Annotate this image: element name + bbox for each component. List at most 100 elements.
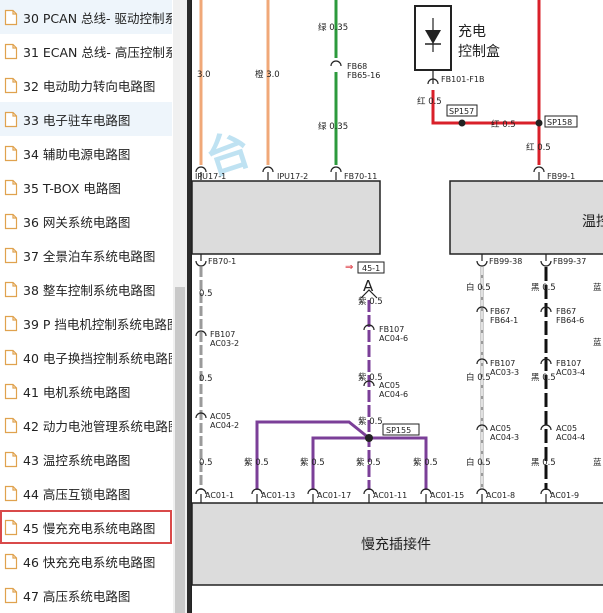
document-icon [4, 213, 18, 229]
pin-symbol [476, 306, 488, 313]
pin-label: IPU17-2 [277, 172, 308, 181]
sidebar-item-label: 45 慢充充电系统电路图 [23, 520, 156, 536]
pin-label: AC03-4 [556, 368, 585, 377]
splice-label: SP157 [449, 107, 474, 116]
sidebar-item[interactable]: 36 网关系统电路图 [0, 204, 172, 238]
pin-label: AC01-8 [486, 491, 515, 500]
sidebar-item[interactable]: 46 快充充电系统电路图 [0, 544, 172, 578]
sidebar-item[interactable]: 32 电动助力转向电路图 [0, 68, 172, 102]
sidebar-item[interactable]: 35 T-BOX 电路图 [0, 170, 172, 204]
pin-label: FB99-38 [489, 257, 522, 266]
document-icon [4, 417, 18, 433]
wire-label: 0.5 [199, 458, 213, 468]
pin-label: AC04-6 [379, 390, 408, 399]
sidebar-item[interactable]: 39 P 挡电机控制系统电路图 [0, 306, 172, 340]
sidebar-item[interactable]: 43 温控系统电路图 [0, 442, 172, 476]
sidebar-item[interactable]: 42 动力电池管理系统电路图 [0, 408, 172, 442]
pin-symbol [195, 166, 207, 173]
document-icon [4, 383, 18, 399]
sidebar-item-label: 44 高压互锁电路图 [23, 486, 131, 502]
sidebar-item[interactable]: 31 ECAN 总线- 高压控制系 [0, 34, 172, 68]
document-icon [4, 519, 18, 535]
sidebar-item[interactable]: 41 电机系统电路图 [0, 374, 172, 408]
sidebar-item[interactable]: 44 高压互锁电路图 [0, 476, 172, 510]
sidebar-item-label: 40 电子换挡控制系统电路图 [23, 350, 172, 366]
wire-label: 红 0.5 [417, 96, 442, 107]
document-icon [4, 315, 18, 331]
document-icon [4, 553, 18, 569]
document-icon [4, 349, 18, 365]
wire-label: 红 0.5 [491, 119, 516, 130]
wire-label: 黑 0.5 [531, 458, 556, 468]
pin-label: FB107 [556, 359, 581, 368]
pin-label: AC04-3 [490, 433, 519, 442]
page-ref-arrow: ⇒ [345, 262, 353, 273]
wire-label: 紫 0.5 [358, 373, 383, 383]
sidebar-item[interactable]: 37 全景泊车系统电路图 [0, 238, 172, 272]
wire-label: 紫 0.5 [413, 458, 438, 468]
pin-symbol [195, 412, 207, 419]
wire-label: 3.0 [197, 70, 211, 80]
pin-label: AC05 [556, 424, 577, 433]
pin-label: FB99-1 [547, 172, 575, 181]
wire-label: 白 0.5 [466, 457, 491, 468]
pane-divider[interactable] [187, 0, 191, 613]
charger-control-box [414, 5, 452, 71]
document-icon [4, 77, 18, 93]
pin-label: FB107 [490, 359, 515, 368]
document-icon [4, 111, 18, 127]
pin-label: FB65-16 [347, 71, 380, 80]
pin-label: FB64-6 [556, 316, 584, 325]
pin-symbol [476, 260, 488, 267]
pin-label: FB107 [210, 330, 235, 339]
pin-label: AC03-3 [490, 368, 519, 377]
wiring-diagram-view[interactable]: 台 3.0 橙 3.0 绿 0.35 绿 0.35 FB68 FB65-16 I… [191, 0, 603, 613]
sidebar-item[interactable]: 34 辅助电源电路图 [0, 136, 172, 170]
document-icon [4, 485, 18, 501]
pin-label: AC01-17 [317, 491, 351, 500]
page-ref-tag[interactable] [357, 261, 385, 274]
sidebar-item[interactable]: 30 PCAN 总线- 驱动控制系 [0, 0, 172, 34]
document-icon [4, 451, 18, 467]
sidebar-scrollbar[interactable] [173, 0, 187, 613]
pin-symbol [262, 166, 274, 173]
pin-label: IPU17-1 [195, 172, 226, 181]
pin-symbol [363, 380, 375, 387]
sidebar-item[interactable]: 38 整车控制系统电路图 [0, 272, 172, 306]
diode-icon [425, 18, 441, 52]
pin-symbol [195, 260, 207, 267]
scrollbar-thumb[interactable] [175, 287, 185, 613]
chapter-sidebar: 30 PCAN 总线- 驱动控制系 31 ECAN 总线- 高压控制系 32 电动助… [0, 0, 190, 613]
pin-symbol [307, 488, 319, 495]
pin-label: FB67 [556, 307, 576, 316]
sidebar-item[interactable]: 47 高压系统电路图 [0, 578, 172, 612]
document-icon [4, 281, 18, 297]
sidebar-item-label: 39 P 挡电机控制系统电路图 [23, 316, 172, 332]
pin-label: AC01-1 [205, 491, 234, 500]
document-icon [4, 179, 18, 195]
sidebar-item[interactable]: 33 电子驻车电路图 [0, 102, 172, 136]
page-ref-label: 45-1 [362, 264, 380, 273]
pin-label: AC04-2 [210, 421, 239, 430]
pin-label: AC03-2 [210, 339, 239, 348]
pin-symbol [363, 324, 375, 331]
sidebar-item[interactable]: 45 慢充充电系统电路图 [0, 510, 172, 544]
wire-label: 紫 0.5 [356, 458, 381, 468]
splice-tag [544, 115, 578, 128]
document-icon [4, 9, 18, 25]
sidebar-item-label: 31 ECAN 总线- 高压控制系 [23, 44, 172, 60]
pin-label: FB68 [347, 62, 367, 71]
pin-symbol [540, 306, 552, 313]
pin-label: FB99-37 [553, 257, 586, 266]
connector-thermal-label: 温控 [582, 214, 603, 230]
pin-symbol [420, 488, 432, 495]
wire-label: 黑 0.5 [531, 373, 556, 383]
splice-tag [446, 104, 478, 117]
pin-symbol [540, 260, 552, 267]
sidebar-item-label: 47 高压系统电路图 [23, 588, 131, 604]
pin-label: AC04-6 [379, 334, 408, 343]
sidebar-item[interactable]: 40 电子换挡控制系统电路图 [0, 340, 172, 374]
page-ref-letter: A [363, 277, 374, 295]
wire-label: 蓝 [593, 282, 602, 293]
document-icon [4, 247, 18, 263]
